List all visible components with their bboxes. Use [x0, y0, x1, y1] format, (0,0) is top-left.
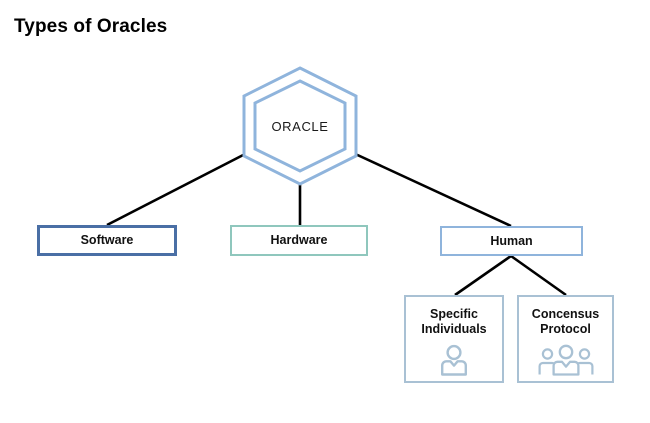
node-human-label: Human — [490, 233, 533, 248]
group-of-people-icon — [538, 344, 594, 376]
hexagon-outline-icon — [242, 66, 358, 186]
single-person-icon — [437, 344, 471, 376]
node-specific-individuals-label: Specific Individuals — [421, 307, 487, 336]
node-concensus-protocol[interactable]: Concensus Protocol — [517, 295, 614, 383]
oracle-label: ORACLE — [271, 118, 329, 134]
node-software-label: Software — [80, 233, 134, 247]
edge-human-concensus-protocol — [510, 254, 567, 297]
page-title: Types of Oracles — [14, 16, 168, 37]
node-human[interactable]: Human — [440, 226, 583, 256]
edge-oracle-software — [106, 150, 250, 227]
edge-human-specific-individuals — [454, 254, 512, 297]
node-hardware[interactable]: Hardware — [230, 225, 368, 256]
oracle-hexagon-node[interactable]: ORACLE — [240, 64, 360, 188]
node-specific-individuals[interactable]: Specific Individuals — [404, 295, 504, 383]
edge-oracle-human — [350, 150, 512, 228]
node-concensus-protocol-label: Concensus Protocol — [531, 307, 600, 336]
node-software[interactable]: Software — [37, 225, 177, 256]
node-hardware-label: Hardware — [270, 233, 328, 247]
